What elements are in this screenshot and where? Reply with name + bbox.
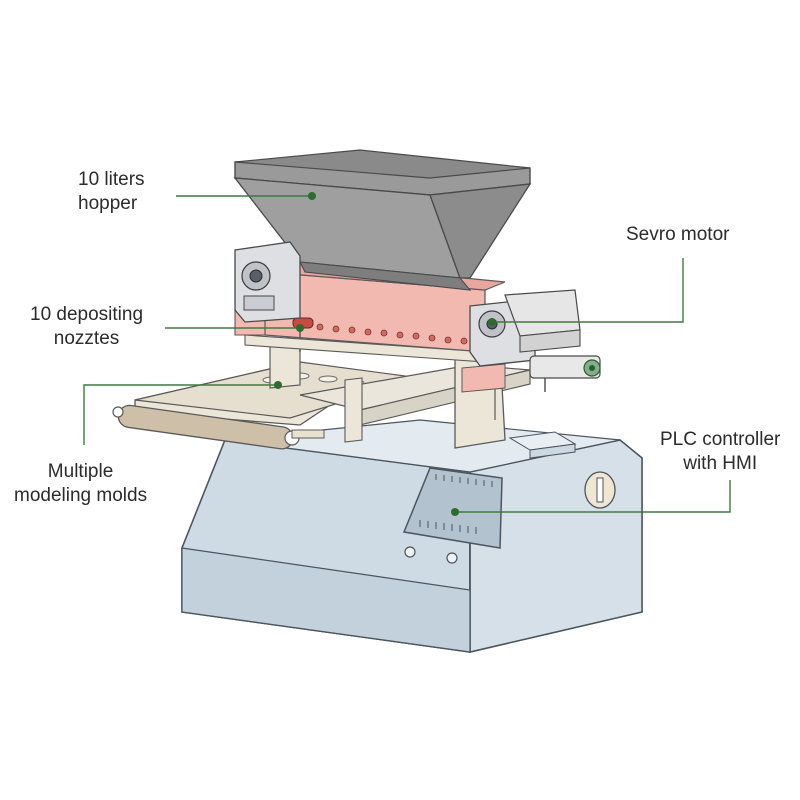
leader-dots — [274, 192, 496, 516]
label-nozzles-line2: nozztes — [53, 328, 120, 349]
label-servo: Sevro motor — [626, 223, 729, 247]
label-hopper: 10 liters hopper — [78, 168, 145, 216]
left-servo-motor — [234, 241, 301, 323]
label-nozzles-line1: 10 depositing — [30, 304, 144, 325]
label-plc: PLC controller with HMI — [660, 428, 780, 476]
label-plc-line2: with HMI — [683, 453, 758, 474]
leader-line-plc — [455, 480, 731, 513]
label-hopper-line2: hopper — [78, 193, 138, 214]
label-hopper-line1: 10 liters — [78, 169, 145, 190]
label-molds: Multiple modeling molds — [14, 460, 147, 508]
side-cylinder — [529, 355, 601, 392]
label-molds-line1: Multiple — [47, 461, 114, 482]
hmi-screen — [402, 467, 503, 564]
label-molds-line2: modeling molds — [14, 485, 148, 506]
side-port — [584, 471, 616, 509]
label-plc-line1: PLC controller — [660, 429, 781, 450]
leader-dot-molds — [274, 381, 282, 389]
label-servo-line1: Sevro motor — [626, 224, 730, 245]
hopper — [233, 149, 532, 291]
label-nozzles: 10 depositing nozztes — [30, 303, 143, 351]
leader-dot-nozzles — [296, 324, 304, 332]
leader-dot-hopper — [308, 192, 316, 200]
leader-line-servo — [492, 258, 684, 323]
support-frame — [269, 335, 506, 449]
leader-dot-plc — [451, 508, 459, 516]
leader-line-molds — [83, 384, 278, 445]
leader-dot-servo — [488, 318, 496, 326]
leader-lines — [83, 195, 731, 513]
right-servo-motor — [469, 289, 581, 367]
machine-base — [181, 419, 643, 653]
